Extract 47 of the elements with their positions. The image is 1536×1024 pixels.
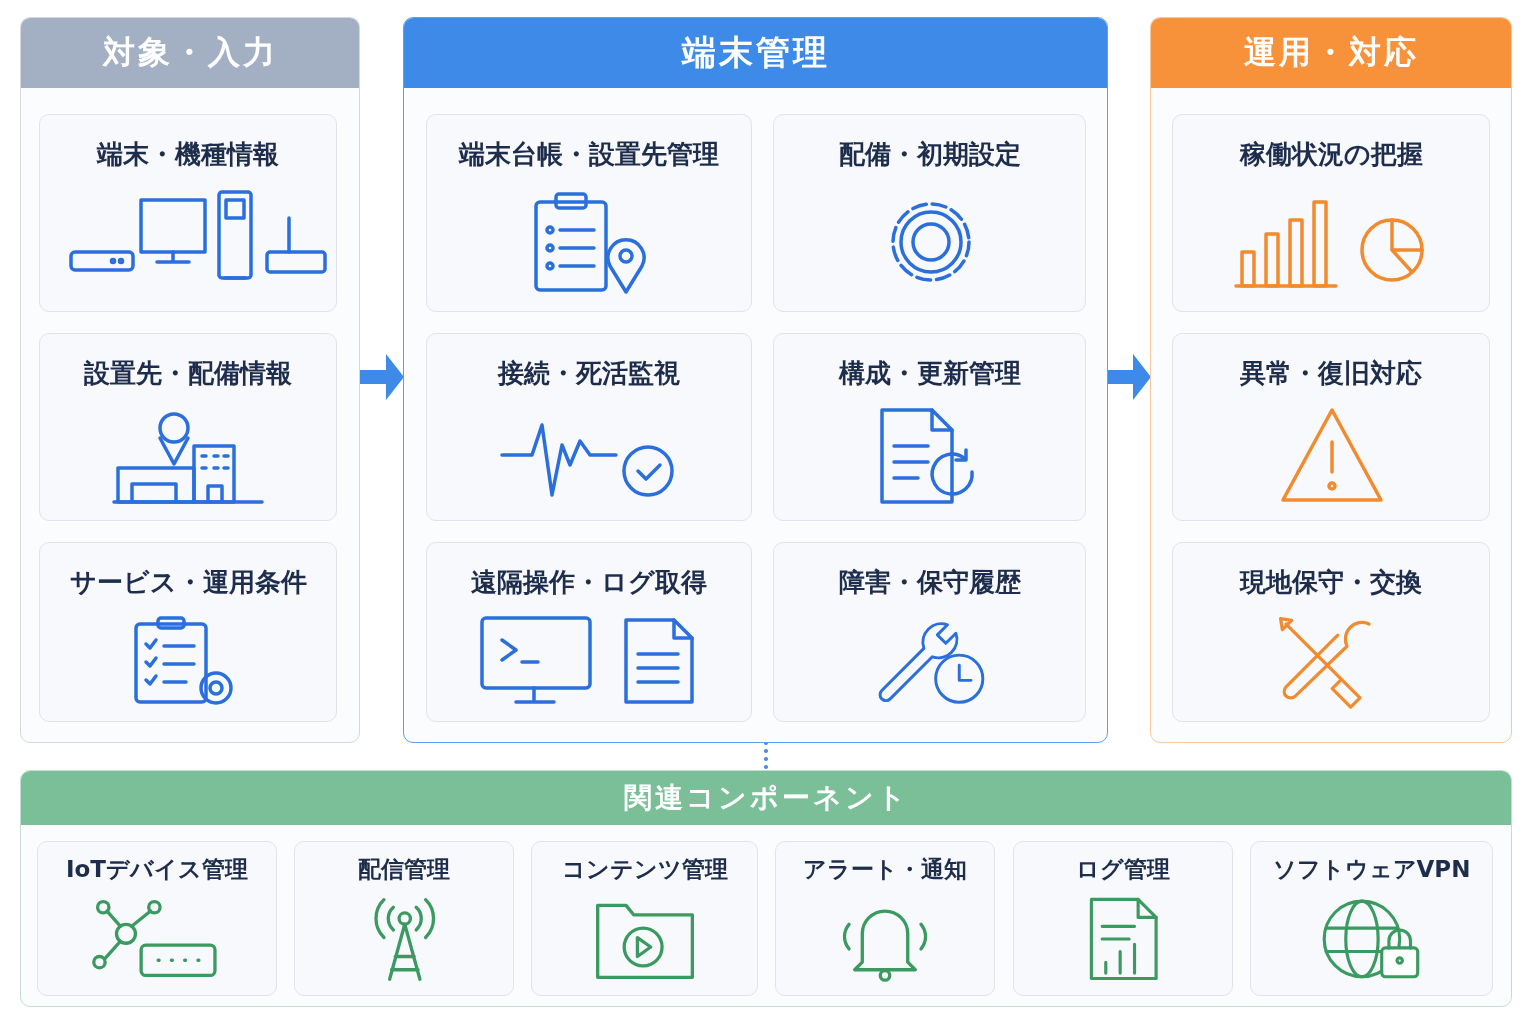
section-heading: 対象・入力 bbox=[21, 18, 359, 88]
section-panel bbox=[1150, 17, 1512, 743]
feature-card bbox=[773, 114, 1086, 312]
card-title: コンテンツ管理 bbox=[560, 855, 729, 884]
feature-card bbox=[1172, 542, 1490, 722]
feature-card bbox=[1013, 841, 1233, 996]
card-title: 接続・死活監視 bbox=[496, 357, 681, 390]
card-title: 稼働状況の把握 bbox=[1238, 138, 1424, 171]
feature-card bbox=[39, 114, 337, 312]
card-title: 端末・機種情報 bbox=[95, 138, 280, 171]
feature-card bbox=[773, 542, 1086, 722]
section-heading: 関連コンポーネント bbox=[21, 771, 1511, 825]
card-title: 配信管理 bbox=[357, 855, 451, 884]
feature-card bbox=[773, 333, 1086, 521]
card-title: 端末台帳・設置先管理 bbox=[457, 138, 720, 171]
card-title: サービス・運用条件 bbox=[68, 566, 308, 599]
feature-card bbox=[1172, 333, 1490, 521]
feature-card bbox=[426, 333, 752, 521]
card-title: 設置先・配備情報 bbox=[83, 357, 293, 390]
feature-card bbox=[294, 841, 514, 996]
card-title: 配備・初期設定 bbox=[837, 138, 1022, 171]
section-panel bbox=[403, 17, 1108, 743]
card-title: IoTデバイス管理 bbox=[64, 855, 250, 884]
card-title: 障害・保守履歴 bbox=[837, 566, 1022, 599]
arrow bbox=[1108, 354, 1151, 400]
feature-card bbox=[39, 542, 337, 722]
card-title: ソフトウェアVPN bbox=[1271, 855, 1472, 884]
feature-card bbox=[531, 841, 758, 996]
card-title: アラート・通知 bbox=[802, 855, 968, 884]
dotted-connector bbox=[764, 741, 768, 772]
card-title: ログ管理 bbox=[1075, 855, 1171, 884]
feature-card bbox=[37, 841, 277, 996]
section-panel bbox=[20, 770, 1512, 1007]
feature-card bbox=[1250, 841, 1493, 996]
section-panel bbox=[20, 17, 360, 743]
feature-card bbox=[775, 841, 995, 996]
feature-card bbox=[426, 114, 752, 312]
section-heading: 端末管理 bbox=[404, 18, 1107, 88]
card-title: 構成・更新管理 bbox=[837, 357, 1022, 390]
card-title: 遠隔操作・ログ取得 bbox=[470, 566, 708, 599]
arrow bbox=[360, 354, 404, 400]
feature-card bbox=[1172, 114, 1490, 312]
card-title: 現地保守・交換 bbox=[1238, 566, 1423, 599]
feature-card bbox=[426, 542, 752, 722]
card-title: 異常・復旧対応 bbox=[1239, 357, 1423, 390]
feature-card bbox=[39, 333, 337, 521]
section-heading: 運用・対応 bbox=[1151, 18, 1511, 88]
